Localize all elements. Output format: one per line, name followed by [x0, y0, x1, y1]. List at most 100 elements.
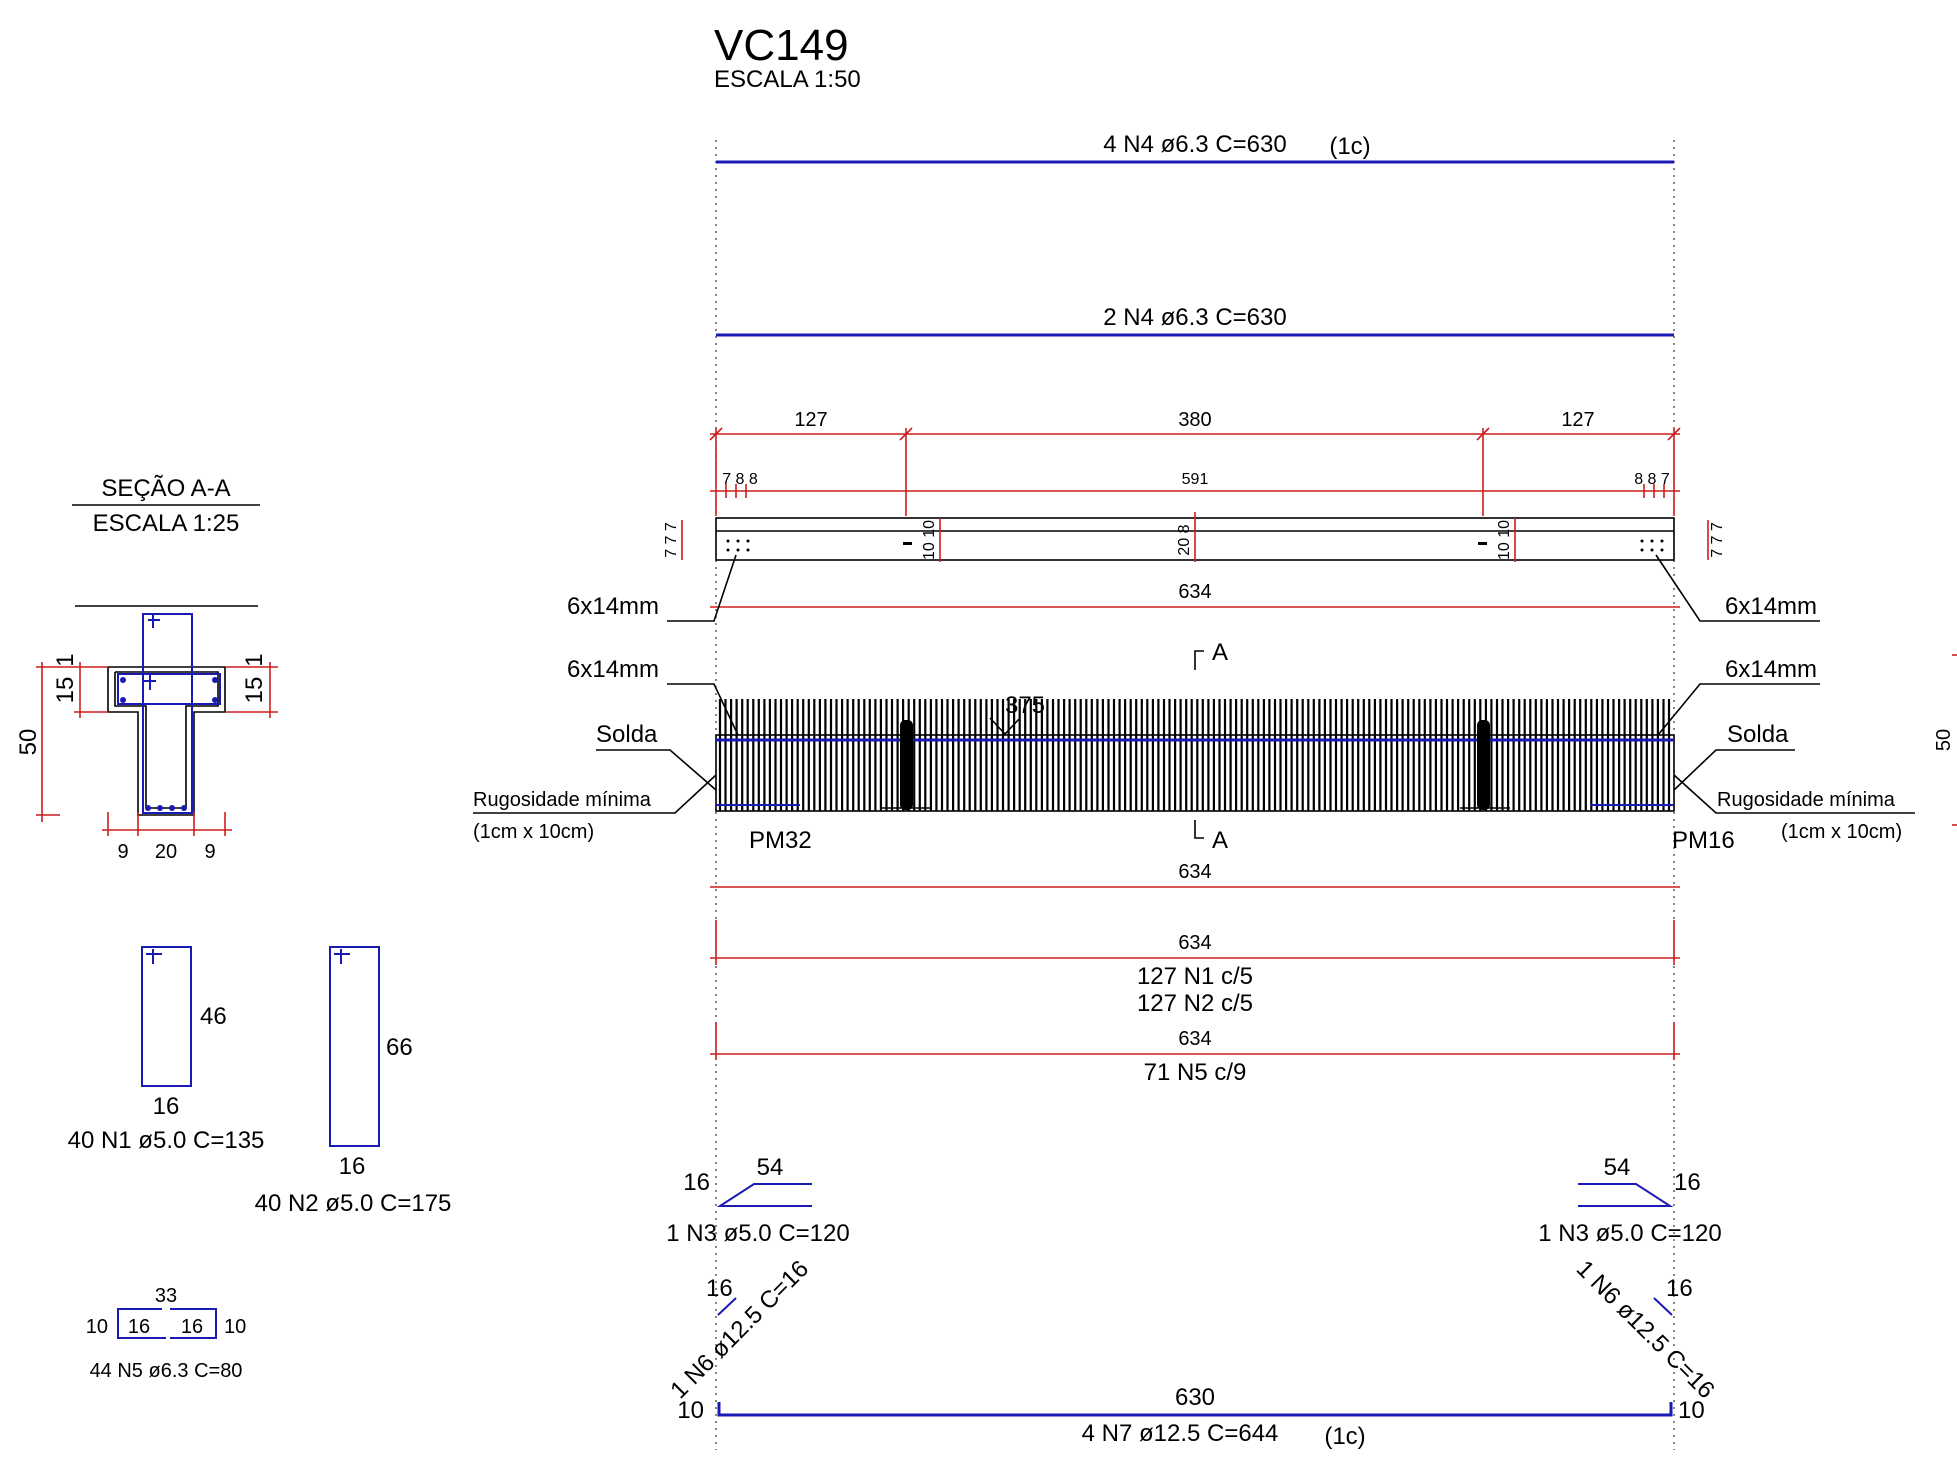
n5-seg-2: 16	[181, 1316, 203, 1338]
bar-n3-left	[716, 1183, 812, 1207]
n6-right-label: 1 N6 ø12.5 C=16	[1571, 1255, 1720, 1404]
insert-leader-top-right	[1655, 554, 1820, 622]
plan-dim-10-right: 10 10	[1496, 520, 1513, 560]
insert-leader-top-left	[667, 554, 737, 622]
plan-dim-20: 20 8	[1176, 524, 1193, 555]
dim-127-left: 127	[794, 409, 827, 431]
plan-stack-left: 7 7 7	[663, 522, 680, 558]
insert-leader-mid-right	[1657, 683, 1820, 736]
beam-elevation	[715, 699, 1675, 812]
solda-leader-left	[596, 749, 717, 791]
stirrups-n2: 127 N2 c/5	[1137, 990, 1253, 1017]
plan-insert-right	[1478, 542, 1487, 545]
n6-right-length: 16	[1666, 1275, 1693, 1302]
n1-label: 40 N1 ø5.0 C=135	[68, 1127, 265, 1154]
rugosidade-right-size: (1cm x 10cm)	[1781, 821, 1902, 843]
section-top-right-1: 1	[241, 653, 268, 666]
n6-left-length: 16	[706, 1275, 733, 1302]
small-dims-left: 7 8 8	[722, 471, 758, 488]
solda-right: Solda	[1727, 721, 1789, 748]
n3-left-width: 54	[757, 1154, 784, 1181]
plan-inner-dims	[681, 512, 1709, 562]
bar-n6-left	[717, 1297, 737, 1316]
drawing-scale: ESCALA 1:50	[714, 66, 861, 93]
insert-label-mid-left: 6x14mm	[567, 656, 659, 683]
bar-n6-right	[1653, 1297, 1673, 1316]
top-bar-2-label: 2 N4 ø6.3 C=630	[1103, 304, 1286, 331]
section-height-50: 50	[15, 729, 42, 756]
section-mark-top: A	[1212, 639, 1228, 666]
rugosidade-right: Rugosidade mínima	[1717, 789, 1896, 811]
n3-right-height: 16	[1674, 1169, 1701, 1196]
n2-width: 16	[339, 1153, 366, 1180]
n7-length: 630	[1175, 1384, 1215, 1411]
n7-label: 4 N7 ø12.5 C=644	[1082, 1420, 1279, 1447]
n7-layer: (1c)	[1324, 1423, 1365, 1450]
dimension-row-small	[710, 484, 1680, 498]
section-flange-right-15: 15	[241, 677, 268, 704]
dim-375-arrow	[989, 717, 1021, 736]
rugosidade-left: Rugosidade mínima	[473, 789, 652, 811]
dim-375: 375	[1005, 692, 1045, 719]
rugosidade-left-size: (1cm x 10cm)	[473, 821, 594, 843]
length-dim-2-text: 634	[1178, 932, 1211, 954]
section-width-left-9: 9	[117, 841, 128, 863]
section-scale: ESCALA 1:25	[93, 510, 240, 537]
solda-left: Solda	[596, 721, 658, 748]
length-dim-1-text: 634	[1178, 861, 1211, 883]
edge-dim-50: 50	[1933, 729, 1955, 751]
section-drawing	[36, 605, 278, 836]
n6-left-label: 1 N6 ø12.5 C=16	[665, 1255, 814, 1404]
bar-n7	[717, 1402, 1673, 1417]
n3-right-width: 54	[1604, 1154, 1631, 1181]
stirrups-n5: 71 N5 c/9	[1144, 1059, 1247, 1086]
n1-width: 16	[153, 1093, 180, 1120]
n5-left-leg: 10	[86, 1316, 108, 1338]
support-pm16: PM16	[1672, 827, 1735, 854]
n5-seg-1: 16	[128, 1316, 150, 1338]
section-mark-bottom-symbol	[1194, 820, 1204, 839]
n7-hook-left: 10	[677, 1397, 704, 1424]
rugosidade-leader-left	[473, 774, 717, 814]
drawing-title: VC149	[714, 21, 849, 70]
top-bar-1-layer: (1c)	[1329, 133, 1370, 160]
plan-stack-right: 7 7 7	[1709, 522, 1726, 558]
bar-n2-shape	[329, 946, 380, 1147]
n3-right-label: 1 N3 ø5.0 C=120	[1538, 1220, 1721, 1247]
stirrups-n1: 127 N1 c/5	[1137, 963, 1253, 990]
section-width-right-9: 9	[204, 841, 215, 863]
n2-height: 66	[386, 1034, 413, 1061]
dim-380: 380	[1178, 409, 1211, 431]
n7-hook-right: 10	[1678, 1397, 1705, 1424]
n5-total: 33	[155, 1285, 177, 1307]
bar-n5-shape	[117, 1308, 217, 1339]
dim-127-right: 127	[1561, 409, 1594, 431]
n3-left-height: 16	[683, 1169, 710, 1196]
section-flange-left-15: 15	[52, 677, 79, 704]
rugosidade-leader-right	[1673, 774, 1915, 814]
n5-label: 44 N5 ø6.3 C=80	[90, 1360, 243, 1382]
n2-label: 40 N2 ø5.0 C=175	[255, 1190, 452, 1217]
length-dim-3-text: 634	[1178, 1028, 1211, 1050]
section-mark-bottom: A	[1212, 827, 1228, 854]
section-mark-top-symbol	[1194, 650, 1204, 670]
section-title: SEÇÃO A-A	[101, 475, 230, 502]
insert-label-top-left: 6x14mm	[567, 593, 659, 620]
plan-holes-left	[726, 539, 750, 552]
small-dim-591: 591	[1182, 471, 1209, 488]
n3-left-label: 1 N3 ø5.0 C=120	[666, 1220, 849, 1247]
bar-n1-shape	[141, 946, 192, 1087]
n1-height: 46	[200, 1003, 227, 1030]
insert-label-top-right: 6x14mm	[1725, 593, 1817, 620]
insert-leader-mid-left	[667, 683, 739, 736]
plan-insert-left	[903, 542, 912, 545]
section-top-left-1: 1	[52, 653, 79, 666]
insert-label-mid-right: 6x14mm	[1725, 656, 1817, 683]
section-width-web-20: 20	[155, 841, 177, 863]
plan-holes-right	[1640, 539, 1664, 552]
solda-leader-right	[1673, 749, 1795, 791]
dimension-row-main	[709, 427, 1681, 516]
top-bar-1-label: 4 N4 ø6.3 C=630	[1103, 131, 1286, 158]
support-pm32: PM32	[749, 827, 812, 854]
